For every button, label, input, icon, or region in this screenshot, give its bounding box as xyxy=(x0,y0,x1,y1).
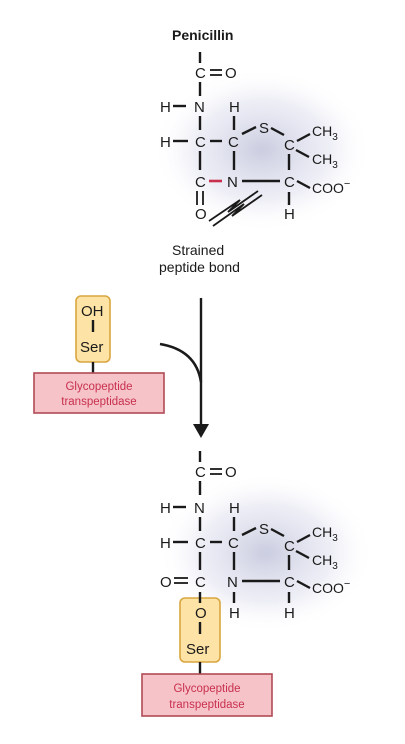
svg-text:H: H xyxy=(160,535,171,552)
svg-text:N: N xyxy=(194,500,205,517)
strained-bond-caption-line1: Strained xyxy=(172,242,224,258)
svg-text:O: O xyxy=(225,464,237,481)
svg-text:H: H xyxy=(160,134,171,151)
svg-text:C: C xyxy=(228,134,239,151)
svg-text:N: N xyxy=(194,99,205,116)
penicillin-title: Penicillin xyxy=(172,27,233,43)
svg-text:CH3: CH3 xyxy=(312,123,338,143)
svg-text:CH3: CH3 xyxy=(312,151,338,171)
svg-text:H: H xyxy=(284,605,295,622)
enzyme-reaction: OH Ser Glycopeptide transpeptidase xyxy=(33,295,209,438)
svg-text:N: N xyxy=(227,574,238,591)
svg-text:Ser: Ser xyxy=(80,339,103,356)
enzyme-label-bottom-2: transpeptidase xyxy=(169,699,244,711)
svg-text:O: O xyxy=(225,65,237,82)
svg-text:COO−: COO− xyxy=(312,578,350,596)
svg-text:C: C xyxy=(195,65,206,82)
svg-text:H: H xyxy=(160,500,171,517)
ring-shadow-bottom xyxy=(158,473,374,633)
svg-text:O: O xyxy=(195,605,207,622)
svg-text:C: C xyxy=(195,535,206,552)
svg-text:C: C xyxy=(195,464,206,481)
svg-text:H: H xyxy=(229,500,240,517)
svg-text:N: N xyxy=(227,174,238,191)
svg-text:Ser: Ser xyxy=(186,641,209,658)
svg-text:C: C xyxy=(228,535,239,552)
svg-text:CH3: CH3 xyxy=(312,552,338,572)
svg-text:C: C xyxy=(195,574,206,591)
svg-text:S: S xyxy=(259,120,269,137)
strained-bond-caption-line2: peptide bond xyxy=(159,259,240,275)
nucleophilic-attack-arrow xyxy=(159,342,203,383)
enzyme-label-top-2: transpeptidase xyxy=(61,396,136,408)
svg-text:C: C xyxy=(195,134,206,151)
svg-text:C: C xyxy=(284,137,295,154)
svg-text:H: H xyxy=(229,99,240,116)
svg-text:OH: OH xyxy=(81,303,104,320)
svg-text:COO−: COO− xyxy=(312,178,350,196)
enzyme-label-bottom-1: Glycopeptide xyxy=(173,683,240,695)
svg-text:C: C xyxy=(284,538,295,555)
svg-text:C: C xyxy=(284,574,295,591)
svg-text:O: O xyxy=(195,206,207,223)
svg-text:CH3: CH3 xyxy=(312,524,338,544)
svg-text:C: C xyxy=(284,174,295,191)
svg-text:H: H xyxy=(284,206,295,223)
svg-text:O: O xyxy=(160,574,172,591)
ring-shadow-top xyxy=(152,68,372,232)
svg-text:C: C xyxy=(195,174,206,191)
acyl-enzyme-structure: C O H N H H C C S C CH3 CH3 O C N xyxy=(141,451,374,717)
svg-text:S: S xyxy=(259,521,269,538)
svg-text:H: H xyxy=(160,99,171,116)
penicillin-structure: Penicillin C O H N H H C C S C CH3 CH3 C xyxy=(152,27,372,275)
svg-text:H: H xyxy=(229,605,240,622)
enzyme-label-top-1: Glycopeptide xyxy=(65,381,132,393)
enzyme-box-bottom xyxy=(141,673,273,717)
enzyme-box-top xyxy=(33,372,165,414)
